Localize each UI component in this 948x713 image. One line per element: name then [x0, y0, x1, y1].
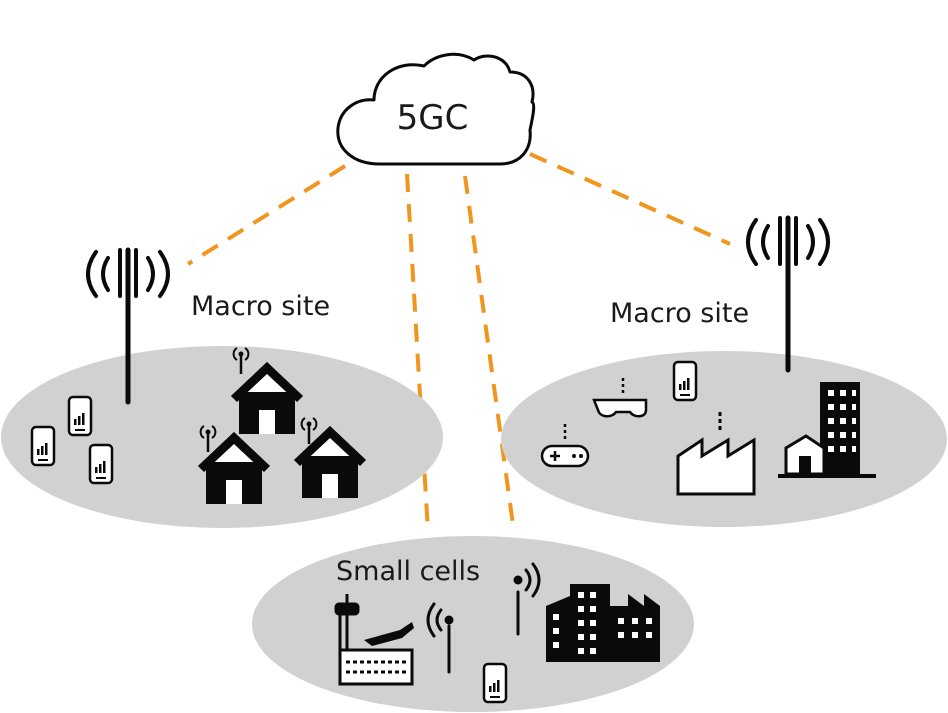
small-cell-antenna-icon	[426, 602, 454, 674]
macro-site-label-right: Macro site	[610, 298, 750, 329]
cloud-icon	[336, 52, 536, 166]
smart-glasses-icon	[592, 378, 648, 418]
cell-tower-icon	[86, 247, 170, 405]
link-small-cells-b	[463, 175, 516, 533]
game-controller-icon	[540, 424, 590, 468]
small-cells-label: Small cells	[336, 556, 481, 587]
city-buildings-icon	[546, 584, 660, 662]
smartphone-icon	[88, 443, 114, 485]
core-network-label: 5GC	[396, 98, 469, 138]
office-building-icon	[778, 382, 876, 478]
link-macro-left	[186, 164, 347, 266]
backhaul-links	[186, 152, 731, 533]
smartphone-icon	[30, 425, 56, 467]
factory-icon	[676, 412, 756, 496]
link-macro-right	[529, 152, 731, 246]
small-cell-antenna-icon	[513, 562, 541, 636]
smartphone-icon	[672, 360, 698, 402]
smartphone-icon	[67, 395, 93, 437]
macro-site-label-left: Macro site	[191, 291, 331, 322]
smartphone-icon	[482, 662, 508, 704]
macro-right-coverage	[501, 351, 947, 527]
airport-icon	[334, 594, 414, 686]
cell-tower-icon	[746, 215, 830, 373]
